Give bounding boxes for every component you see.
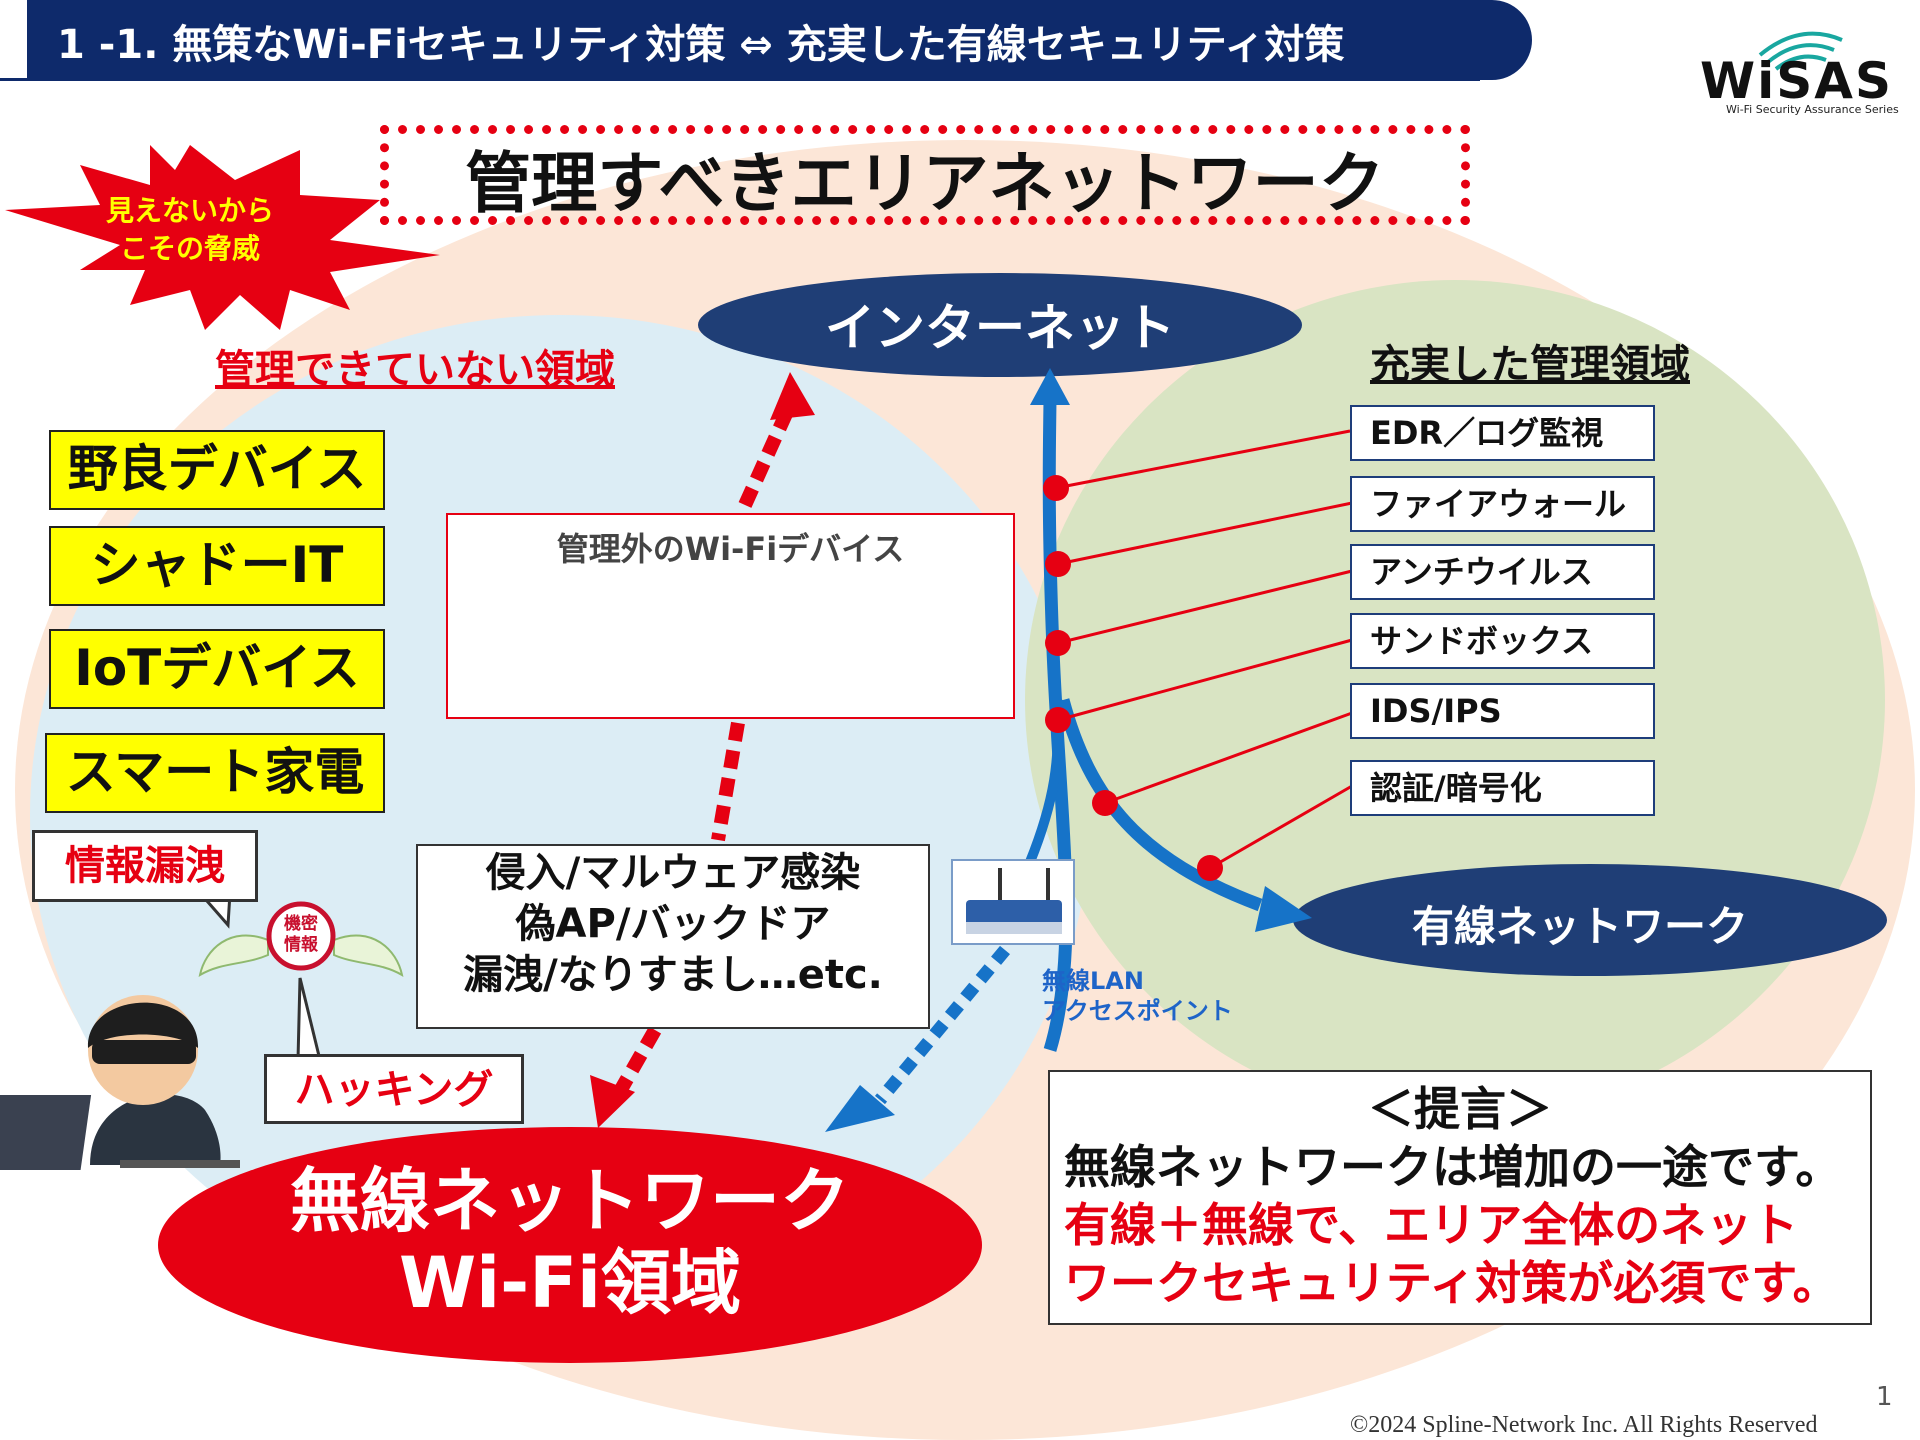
secret-seal-line-2: 情報: [284, 935, 318, 955]
wifi-area-label: 無線ネットワーク Wi-Fi領域: [200, 1160, 940, 1324]
security-dot-2: [1045, 551, 1071, 577]
hacking-callout: ハッキング: [264, 1054, 524, 1124]
page-header-title: 1 -1. 無策なWi-Fiセキュリティ対策 ⇔ 充実した有線セキュリティ対策: [57, 22, 1345, 68]
access-point-label-line-2: アクセスポイント: [1042, 997, 1233, 1025]
warning-burst-text: 見えないから こその脅威: [60, 192, 320, 268]
page-number: 1: [1876, 1382, 1893, 1412]
security-item-ids-ips: IDS/IPS: [1350, 683, 1655, 739]
internet-ellipse: [698, 273, 1302, 377]
wired-network-label: 有線ネットワーク: [1411, 902, 1748, 951]
wifi-area-label-line-1: 無線ネットワーク: [290, 1160, 850, 1242]
main-title-frame: [380, 125, 1470, 225]
threat-arrow-up-head: [770, 372, 815, 420]
unmanaged-area-title: 管理できていない領域: [215, 347, 615, 393]
security-dot-6: [1197, 855, 1223, 881]
wifi-ellipse: [158, 1127, 982, 1363]
wired-arrow-head: [1255, 886, 1312, 932]
access-point-icon: [951, 859, 1075, 945]
header-bar: [27, 0, 1532, 80]
hacker-icon: [0, 995, 240, 1170]
threat-arrow-up: [738, 402, 797, 508]
copyright-text: ©2024 Spline-Network Inc. All Rights Res…: [1350, 1412, 1818, 1438]
leader-line-edr: [1055, 429, 1351, 490]
unmanaged-item-rogue-device: 野良デバイス: [49, 430, 385, 510]
wisas-logo: WiSAS: [1700, 52, 1894, 110]
internet-label: インターネット: [825, 299, 1175, 357]
wired-network-ellipse: [1293, 864, 1887, 976]
managed-area-title: 充実した管理領域: [1370, 342, 1690, 388]
threat-line-1: 侵入/マルウェア感染: [485, 850, 861, 896]
unmanaged-item-smart-appliance: スマート家電: [45, 733, 385, 813]
internet-arrow-head: [1030, 368, 1070, 405]
security-dot-4: [1045, 707, 1071, 733]
wisas-logo-tagline: Wi-Fi Security Assurance Series: [1726, 103, 1899, 116]
unmanaged-wifi-device-title: 管理外のWi-Fiデバイス: [556, 530, 905, 568]
leader-line-ids: [1104, 711, 1353, 805]
unmanaged-item-shadow-it: シャドーIT: [49, 526, 385, 606]
leader-line-sandbox: [1057, 638, 1353, 722]
wings-icon: [198, 934, 404, 978]
proposal-line-2: 有線＋無線で、エリア全体のネット: [1064, 1198, 1799, 1252]
proposal-line-1: 無線ネットワークは増加の一途です。: [1064, 1140, 1842, 1194]
secret-seal: [266, 901, 336, 971]
ap-wifi-arrow-head: [825, 1085, 895, 1132]
warning-burst-shape: [5, 145, 440, 330]
leader-line-firewall: [1057, 501, 1353, 566]
proposal-line-3: ワークセキュリティ対策が必須です。: [1064, 1256, 1839, 1310]
ap-wifi-arrow: [875, 945, 1010, 1105]
threat-line-2: 偽AP/バックドア: [515, 901, 831, 947]
main-title: 管理すべきエリアネットワーク: [465, 145, 1385, 222]
burst-line-1: 見えないから: [105, 194, 274, 227]
unmanaged-wifi-device-box: [446, 513, 1015, 719]
proposal-heading: ＜提言＞: [1368, 1082, 1552, 1136]
wifi-area-label-line-2: Wi-Fi領域: [398, 1242, 742, 1324]
info-leak-callout: 情報漏洩: [32, 830, 258, 902]
wired-path-arrow: [1056, 698, 1263, 912]
security-item-antivirus: アンチウイルス: [1350, 544, 1655, 600]
security-item-firewall: ファイアウォール: [1350, 476, 1655, 532]
threat-line-3: 漏洩/なりすまし…etc.: [463, 952, 883, 998]
header-underline: [0, 78, 1480, 81]
leader-line-antivirus: [1057, 569, 1353, 645]
access-point-label: 無線LAN アクセスポイント: [1042, 966, 1233, 1026]
threat-arrow-down-head: [590, 1075, 635, 1128]
access-point-label-line-1: 無線LAN: [1042, 967, 1144, 995]
security-item-edr: EDR／ログ監視: [1350, 405, 1655, 461]
burst-line-2: こその脅威: [119, 232, 260, 265]
security-dot-5: [1092, 790, 1118, 816]
security-dot-1: [1043, 475, 1069, 501]
unmanaged-item-iot-device: IoTデバイス: [49, 629, 385, 709]
proposal-box: ＜提言＞ 無線ネットワークは増加の一途です。 有線＋無線で、エリア全体のネット …: [1048, 1070, 1872, 1325]
leader-line-auth: [1209, 784, 1353, 870]
security-path-arrow: [1042, 394, 1073, 1052]
secret-info-seal-text: 機密 情報: [268, 914, 334, 956]
threats-box: 侵入/マルウェア感染 偽AP/バックドア 漏洩/なりすまし…etc.: [416, 844, 930, 1029]
threat-arrow-mid: [711, 721, 745, 842]
wisas-logo-icon: [1758, 31, 1843, 71]
security-item-sandbox: サンドボックス: [1350, 613, 1655, 669]
secret-seal-line-1: 機密: [284, 914, 318, 934]
security-item-auth-encryption: 認証/暗号化: [1350, 760, 1655, 816]
security-dot-3: [1045, 630, 1071, 656]
